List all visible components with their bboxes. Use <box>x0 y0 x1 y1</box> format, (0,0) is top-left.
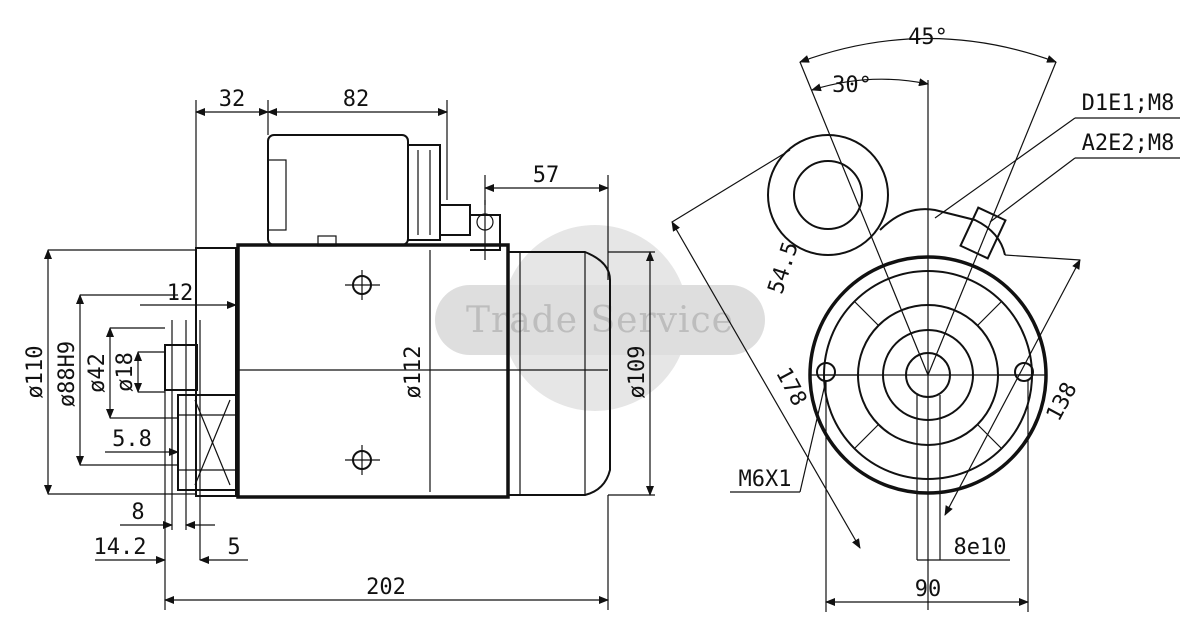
housing-screw-bottom <box>345 445 380 475</box>
thread-m6x1-label: M6X1 <box>739 467 792 492</box>
dim-5-8: 5.8 <box>112 427 152 452</box>
dim-14-2: 14.2 <box>94 535 147 560</box>
watermark-text: Trade Service <box>466 300 734 341</box>
end-view: 45° 30° D1E1;M8 A2E2;M8 54.5 178 138 M6X… <box>671 25 1180 612</box>
pinion-housing <box>177 394 237 491</box>
terminal-a2e2-label: A2E2;M8 <box>1082 131 1175 156</box>
housing-screw-top <box>345 270 380 300</box>
dim-112: ø112 <box>401 346 426 399</box>
angle-45: 45° <box>908 25 948 50</box>
shaft <box>164 344 198 391</box>
terminal-cover <box>879 208 1006 256</box>
solenoid <box>267 134 409 246</box>
spline-8e10-label: 8e10 <box>954 535 1007 560</box>
end-cap <box>508 251 611 496</box>
dim-202: 202 <box>366 575 406 600</box>
dim-88h9: ø88H9 <box>55 341 80 407</box>
mounting-flange <box>195 247 237 497</box>
dim-18: ø18 <box>113 352 138 392</box>
dim-109: ø109 <box>625 346 650 399</box>
angle-30: 30° <box>832 73 872 98</box>
terminal-d1e1-label: D1E1;M8 <box>1082 91 1175 116</box>
dim-57: 57 <box>533 163 560 188</box>
terminal-bolt <box>959 206 1007 260</box>
dim-8: 8 <box>131 500 144 525</box>
dim-110: ø110 <box>23 346 48 399</box>
motor-housing <box>236 243 510 499</box>
side-view: 32 82 57 12 ø110 ø88H9 ø42 ø18 ø112 ø109 <box>23 87 655 610</box>
mount-bolt-left <box>816 362 836 382</box>
dim-32: 32 <box>219 87 246 112</box>
dim-54-5: 54.5 <box>764 239 804 297</box>
dim-12: 12 <box>167 281 194 306</box>
solenoid-end-inner <box>793 160 863 230</box>
dim-82: 82 <box>343 87 370 112</box>
dim-138: 138 <box>1042 379 1083 426</box>
dim-5: 5 <box>227 535 240 560</box>
dim-90: 90 <box>915 577 942 602</box>
dim-42: ø42 <box>85 353 110 393</box>
